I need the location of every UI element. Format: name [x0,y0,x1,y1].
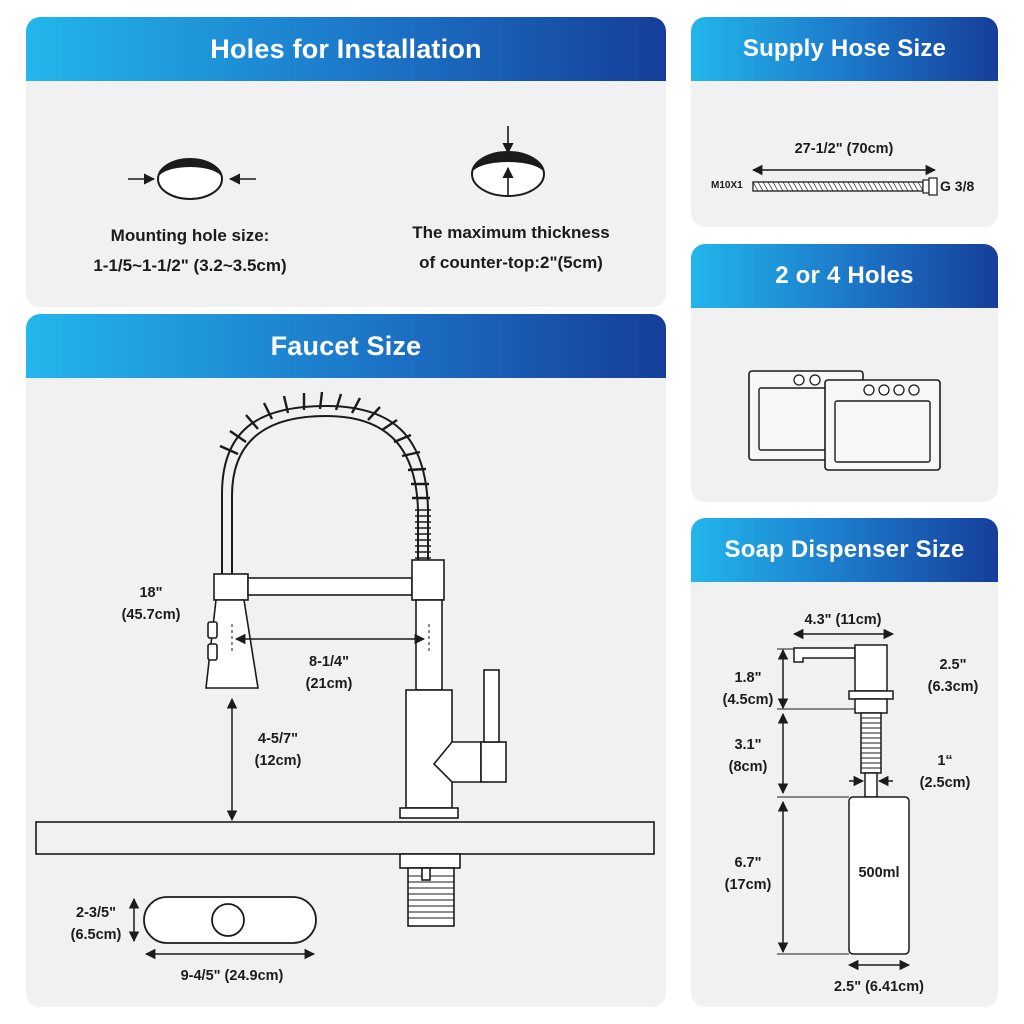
soap-bottle-in: 6.7" [734,855,762,871]
faucet-reach-in: 8-1/4" [309,654,349,670]
faucet-size-title: Faucet Size [270,330,422,361]
countertop [35,821,655,855]
soap-pump-in: 2.5" [939,657,967,673]
faucet-size-panel: Faucet Size [26,314,666,1007]
faucet-size-header: Faucet Size [26,314,666,378]
holes-count-title: 2 or 4 Holes [775,262,914,289]
faucet-clearance-cm: (12cm) [254,753,302,769]
soap-dispenser-panel: Soap Dispenser Size [691,518,998,1007]
holes-installation-title: Holes for Installation [210,33,482,64]
soap-spout-cm: (4.5cm) [722,692,774,708]
hose-left-fitting: M10X1 [711,180,743,191]
supply-hose-header: Supply Hose Size [691,17,998,81]
supply-hose-title: Supply Hose Size [742,35,947,62]
plate-height-cm: (6.5cm) [70,927,122,943]
soap-bottle-width: 2.5" (6.41cm) [834,979,924,995]
soap-shank-in: 3.1" [734,737,762,753]
holes-installation-graphic [128,126,545,200]
soap-width: 4.3" (11cm) [804,612,882,628]
soap-shank-dia-cm: (2.5cm) [919,775,971,791]
counter-thickness-icon [471,126,545,197]
holes-count-header: 2 or 4 Holes [691,244,998,308]
faucet-reach-cm: (21cm) [305,676,353,692]
soap-spout-in: 1.8" [734,670,762,686]
faucet-clearance-in: 4-5/7" [258,731,298,747]
hose-right-fitting: G 3/8 [940,178,975,194]
supply-hose-panel: Supply Hose Size 27-1/2" (70cm) M10X1 G … [691,17,998,227]
faucet-height-in: 18" [139,585,163,601]
faucet-arch [221,404,429,574]
holes-installation-panel: Holes for Installation Mounting hole siz… [26,17,666,307]
soap-capacity: 500ml [858,865,900,881]
mounting-hole-size: 1-1/5~1-1/2" (3.2~3.5cm) [93,256,287,275]
plate-width: 9-4/5" (24.9cm) [180,968,284,984]
soap-bottle-cm: (17cm) [724,877,772,893]
faucet-height-cm: (45.7cm) [121,607,181,623]
four-hole-sink-icon [824,379,941,471]
soap-dispenser-graphic [777,628,911,971]
soap-shank-cm: (8cm) [728,759,768,775]
hose-length: 27-1/2" (70cm) [794,141,894,157]
plate-height-in: 2-3/5" [76,905,116,921]
faucet-graphic [35,391,655,960]
supply-hose-graphic [751,164,938,196]
spring-icon [219,391,430,500]
thickness-value: of counter-top:2"(5cm) [419,253,603,272]
soap-bottle [848,796,910,955]
soap-shank-dia-in: 1“ [937,753,953,769]
soap-dispenser-header: Soap Dispenser Size [691,518,998,582]
mounting-hole-label: Mounting hole size: [110,226,270,245]
soap-dispenser-title: Soap Dispenser Size [724,536,965,563]
sink-graphic [748,370,941,471]
hose-icon [752,177,938,196]
thickness-label: The maximum thickness [412,223,610,242]
holes-installation-header: Holes for Installation [26,17,666,81]
holes-count-panel: 2 or 4 Holes [691,244,998,502]
soap-pump-cm: (6.3cm) [927,679,979,695]
mounting-hole-icon [128,158,256,200]
